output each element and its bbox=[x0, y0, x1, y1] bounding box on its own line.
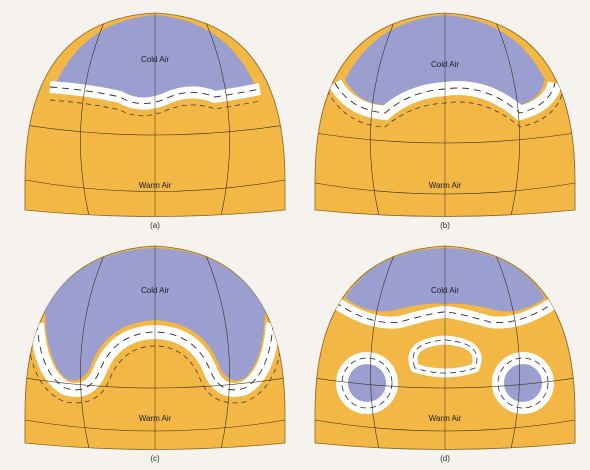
hemisphere-b bbox=[305, 5, 585, 233]
warm-air-label: Warm Air bbox=[139, 414, 172, 423]
panel-caption: (a) bbox=[150, 221, 160, 230]
cold-air-label: Cold Air bbox=[431, 60, 459, 69]
panel-a: Cold Air Warm Air (a) bbox=[15, 5, 295, 233]
panel-caption: (c) bbox=[150, 454, 159, 463]
hemisphere-d bbox=[305, 238, 585, 466]
cut-off-cold-low-left bbox=[342, 358, 392, 408]
panel-c: Cold Air Warm Air (c) bbox=[15, 238, 295, 466]
panel-d: Cold Air Warm Air (d) bbox=[305, 238, 585, 466]
warm-air-label: Warm Air bbox=[139, 181, 172, 190]
cold-air-label: Cold Air bbox=[141, 286, 169, 295]
cut-off-cold-low-right bbox=[498, 358, 548, 408]
hemisphere-a bbox=[15, 5, 295, 233]
cold-air-label: Cold Air bbox=[141, 55, 169, 64]
panel-b: Cold Air Warm Air (b) bbox=[305, 5, 585, 233]
warm-air-label: Warm Air bbox=[429, 181, 462, 190]
panel-caption: (b) bbox=[440, 221, 450, 230]
panel-caption: (d) bbox=[440, 454, 450, 463]
hemisphere-c bbox=[15, 238, 295, 466]
cold-air-label: Cold Air bbox=[431, 286, 459, 295]
warm-air-label: Warm Air bbox=[429, 414, 462, 423]
